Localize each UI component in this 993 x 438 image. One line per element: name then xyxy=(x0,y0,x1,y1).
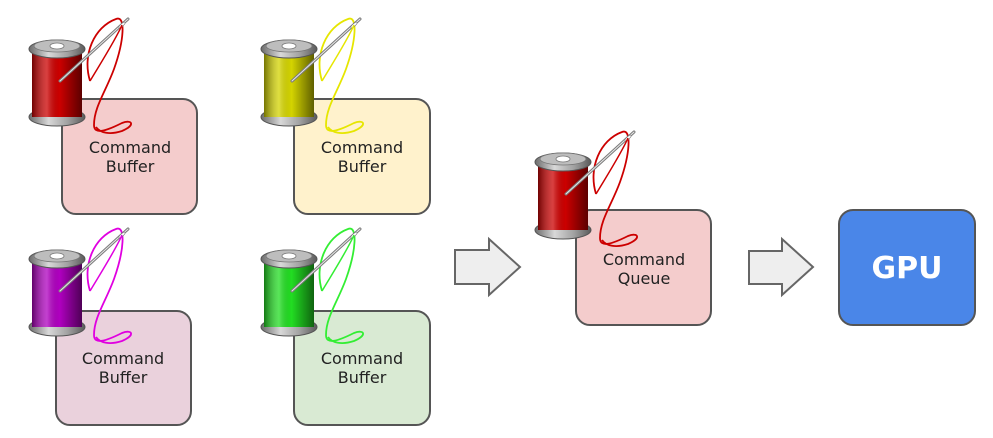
buffer-label-line1: Command xyxy=(89,138,171,157)
right-arrow-icon xyxy=(748,236,815,298)
queue-box xyxy=(575,209,712,326)
command-queue: Command Queue xyxy=(534,130,712,326)
command-buffer-red: Command Buffer xyxy=(28,17,198,215)
buffer-label-line2: Buffer xyxy=(106,157,155,176)
command-buffer-purple: Command Buffer xyxy=(28,227,192,426)
thread-spool-icon xyxy=(28,17,132,134)
gpu-label: GPU xyxy=(872,251,943,286)
command-buffer-green: Command Buffer xyxy=(260,227,431,426)
buffer-label-line1: Command xyxy=(82,349,164,368)
command-buffer-yellow: Command Buffer xyxy=(260,17,431,215)
buffer-label-line2: Buffer xyxy=(99,368,148,387)
gpu-box xyxy=(838,209,976,326)
buffer-label-line2: Buffer xyxy=(338,368,387,387)
queue-label-line2: Queue xyxy=(618,269,671,288)
queue-label-line1: Command xyxy=(603,250,685,269)
thread-spool-icon xyxy=(260,17,364,134)
buffer-label-line2: Buffer xyxy=(338,157,387,176)
right-arrow-icon xyxy=(454,236,522,298)
gpu-block: GPU xyxy=(838,209,976,326)
thread-spool-icon xyxy=(260,227,364,344)
thread-spool-icon xyxy=(534,130,638,247)
buffer-label-line1: Command xyxy=(321,349,403,368)
thread-spool-icon xyxy=(28,227,132,344)
buffer-label-line1: Command xyxy=(321,138,403,157)
buffer-box xyxy=(55,310,192,426)
